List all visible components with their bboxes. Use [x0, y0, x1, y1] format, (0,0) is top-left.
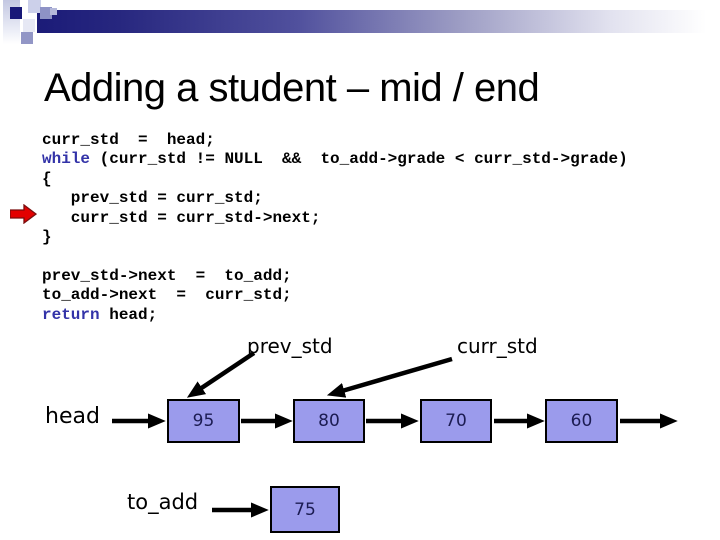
arrow-currstd-to-node80 [326, 356, 453, 398]
deco-pixel-square [10, 7, 22, 19]
to-add-label: to_add [127, 490, 199, 514]
list-node-70: 70 [420, 399, 492, 443]
deco-gradient-bar [37, 10, 720, 33]
prev-std-label: prev_std [247, 334, 333, 358]
curr-std-label: curr_std [457, 334, 538, 358]
list-node-60: 60 [545, 399, 618, 443]
deco-pixel-square [40, 7, 52, 19]
deco-pixel-square [50, 8, 57, 15]
list-node-95: 95 [167, 399, 240, 443]
current-line-arrow [10, 204, 37, 224]
deco-pixel-square [21, 32, 33, 44]
deco-pixel-square [23, 19, 35, 32]
deco-pixel-square [28, 0, 41, 13]
code-block: curr_std = head; while (curr_std != NULL… [42, 131, 628, 324]
slide-title: Adding a student – mid / end [44, 66, 540, 110]
head-pointer-label: head [45, 404, 100, 429]
list-node-80: 80 [293, 399, 365, 443]
to-add-node-75: 75 [270, 486, 340, 533]
arrow-prevstd-to-node95 [186, 351, 256, 398]
